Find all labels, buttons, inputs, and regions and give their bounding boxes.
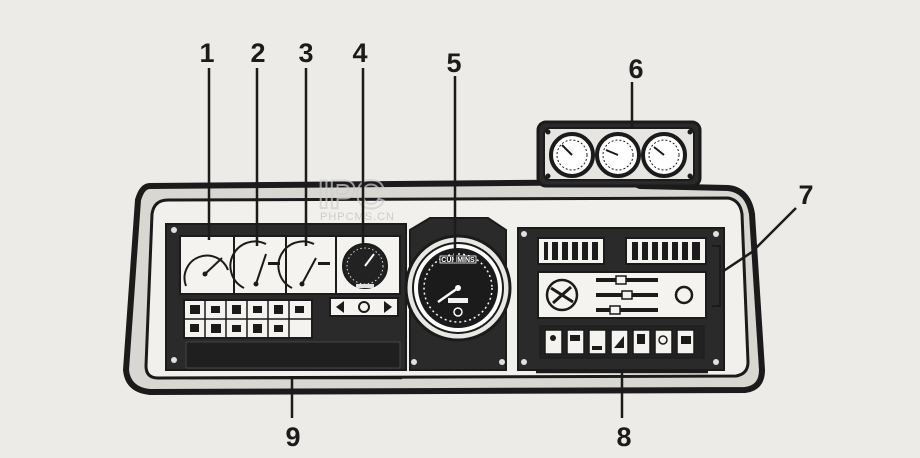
callout-leaders [188, 68, 797, 418]
callout-9: 9 [285, 422, 300, 452]
left-instrument-panel [165, 223, 407, 371]
control-knob-row [537, 271, 707, 319]
turn-indicator-cluster [329, 297, 399, 317]
callout-2: 2 [250, 38, 265, 68]
callout-7: 7 [798, 180, 813, 210]
callout-3: 3 [298, 38, 313, 68]
gauge-3 [277, 240, 330, 289]
callout-6: 6 [628, 54, 643, 84]
callout-5: 5 [446, 48, 461, 78]
display-window-left [537, 237, 605, 265]
watermark-logo: IPC [318, 173, 385, 217]
aux-gauge-right [641, 132, 687, 178]
aux-gauge-center [595, 132, 641, 178]
right-control-panel [517, 227, 725, 371]
tachometer-brand: CUMMINS [441, 257, 475, 264]
aux-gauge-left [549, 132, 595, 178]
watermark-site: PHPCMS.CN [320, 211, 395, 223]
gauge-1 [183, 254, 229, 287]
callout-4: 4 [352, 38, 367, 68]
callout-labels: 1 2 3 4 5 6 7 8 9 [199, 38, 813, 452]
tachometer-housing: CUMMINS [404, 217, 512, 371]
indicator-switch-block [183, 299, 313, 339]
gauge-4 [342, 243, 388, 289]
callout-1: 1 [199, 38, 214, 68]
display-window-right [625, 237, 707, 265]
auxiliary-gauge-pod [536, 120, 702, 188]
rocker-switch-row [539, 325, 705, 359]
watermark: IPC PHPCMS.CN [317, 172, 395, 223]
callout-8: 8 [616, 422, 631, 452]
